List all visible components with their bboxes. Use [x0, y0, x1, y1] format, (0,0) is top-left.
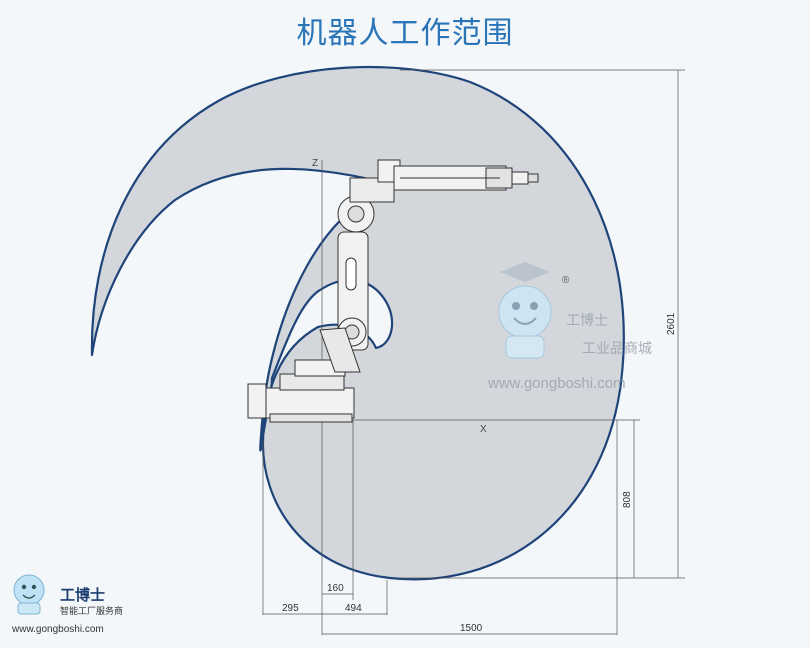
x-axis-label: X [480, 424, 487, 435]
logo-brand: 工博士 [60, 586, 105, 604]
dim-2601: 2601 [666, 312, 677, 335]
dim-295: 295 [282, 603, 299, 614]
dim-494: 494 [345, 603, 362, 614]
watermark-subtitle: 工业品商城 [582, 341, 652, 357]
registered-mark: ® [562, 275, 570, 286]
dim-808: 808 [622, 491, 633, 508]
watermark: 工博士 工业品商城 www.gongboshi.com ® [487, 262, 652, 392]
dim-160: 160 [327, 583, 344, 594]
z-axis-label: Z [312, 158, 318, 169]
watermark-brand: 工博士 [566, 312, 608, 329]
mascot-icon [498, 262, 552, 359]
dim-1500: 1500 [460, 623, 483, 634]
robot-arm-drawing [247, 159, 539, 423]
logo-url: www.gongboshi.com [11, 624, 104, 635]
watermark-url: www.gongboshi.com [487, 375, 626, 392]
logo-subtitle: 智能工厂服务商 [60, 605, 123, 617]
logo-mascot-icon [13, 574, 45, 615]
brand-logo: 工博士 智能工厂服务商 www.gongboshi.com [11, 574, 123, 635]
page-title: 机器人工作范围 [296, 16, 514, 51]
